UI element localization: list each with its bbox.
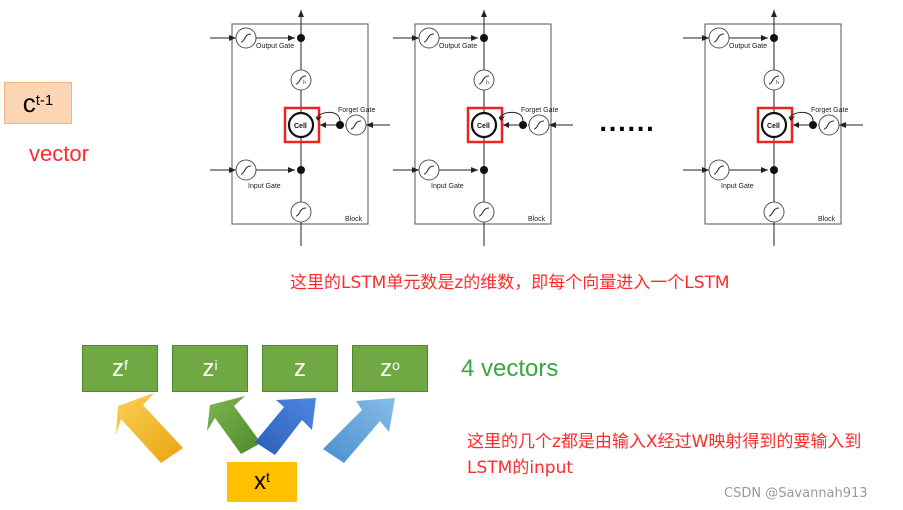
block-label: Block [818, 216, 836, 223]
z-forget-superscript: f [124, 356, 128, 373]
input-gate-label: Input Gate [248, 183, 281, 190]
output-gate-sigmoid-icon [418, 27, 440, 49]
cell-icon [760, 111, 788, 139]
input-symbol: x [254, 468, 267, 495]
arrow-to-zf [116, 393, 183, 463]
block-outline [704, 23, 842, 225]
forget-multiply-dot [809, 121, 817, 129]
lstm-block-3: Output Gate h Cell Forget Gate Input Gat… [683, 10, 863, 246]
four-vectors-label: 4 vectors [461, 355, 559, 382]
output-activation-symbol: h [486, 80, 489, 86]
output-gate-label: Output Gate [439, 43, 477, 50]
input-gate-label: Input Gate [431, 183, 464, 190]
forget-gate-sigmoid-icon [528, 114, 550, 136]
output-activation-symbol: h [776, 80, 779, 86]
z-output-superscript: o [392, 356, 400, 373]
cell-label: Cell [294, 123, 307, 130]
cell-highlight [466, 106, 504, 144]
input-gate-label: Input Gate [721, 183, 754, 190]
z-box: z [262, 345, 338, 392]
forget-multiply-dot [519, 121, 527, 129]
forget-gate-label: Forget Gate [521, 107, 558, 114]
input-multiply-dot [480, 166, 488, 174]
output-multiply-dot [770, 34, 778, 42]
output-multiply-dot [297, 34, 305, 42]
z-mapping-note: 这里的几个z都是由输入X经过W映射得到的要输入到LSTM的input [467, 432, 862, 478]
input-activation-icon [290, 201, 312, 223]
forget-gate-label: Forget Gate [338, 107, 375, 114]
block-outline [231, 23, 369, 225]
lstm-block: Output Gate h Cell Forget Gate Input Gat… [210, 10, 390, 246]
lstm-units-note: 这里的LSTM单元数是z的维数，即每个向量进入一个LSTM [290, 273, 730, 293]
input-activation-icon [763, 201, 785, 223]
z-input-symbol: z [202, 354, 215, 382]
arrow-to-zo [323, 398, 395, 463]
forget-multiply-dot [336, 121, 344, 129]
lstm-block-2: Output Gate h Cell Forget Gate Input Gat… [393, 10, 573, 246]
cell-highlight [756, 106, 794, 144]
cell-highlight [283, 106, 321, 144]
arrow-to-zi [207, 396, 261, 454]
input-gate-sigmoid-icon [418, 159, 440, 181]
output-multiply-dot [480, 34, 488, 42]
z-output-symbol: z [380, 354, 393, 382]
input-gate-sigmoid-icon [708, 159, 730, 181]
output-gate-sigmoid-icon [708, 27, 730, 49]
output-activation-icon [290, 69, 312, 91]
cell-state-superscript: t-1 [35, 91, 54, 109]
z-forget-symbol: z [112, 354, 125, 382]
cell-icon [470, 111, 498, 139]
input-multiply-dot [297, 166, 305, 174]
cell-icon [287, 111, 315, 139]
vector-label: vector [29, 141, 89, 166]
input-gate-sigmoid-icon [235, 159, 257, 181]
output-gate-label: Output Gate [256, 43, 294, 50]
z-input-superscript: i [214, 356, 218, 373]
forget-gate-sigmoid-icon [818, 114, 840, 136]
cell-label: Cell [767, 123, 780, 130]
block-label: Block [528, 216, 546, 223]
forget-gate-sigmoid-icon [345, 114, 367, 136]
input-activation-icon [473, 201, 495, 223]
output-activation-symbol: h [303, 80, 306, 86]
output-activation-icon [763, 69, 785, 91]
block-outline [414, 23, 552, 225]
cell-label: Cell [477, 123, 490, 130]
arrow-to-z [255, 398, 316, 455]
output-activation-icon [473, 69, 495, 91]
input-superscript: t [266, 469, 270, 485]
output-gate-label: Output Gate [729, 43, 767, 50]
input-multiply-dot [770, 166, 778, 174]
forget-gate-label: Forget Gate [811, 107, 848, 114]
cell-state-symbol: c [22, 87, 36, 118]
ellipsis: ...... [599, 112, 656, 137]
output-gate-sigmoid-icon [235, 27, 257, 49]
z-symbol: z [294, 354, 306, 382]
csdn-watermark: CSDN @Savannah913 [724, 486, 868, 501]
block-label: Block [345, 216, 363, 223]
